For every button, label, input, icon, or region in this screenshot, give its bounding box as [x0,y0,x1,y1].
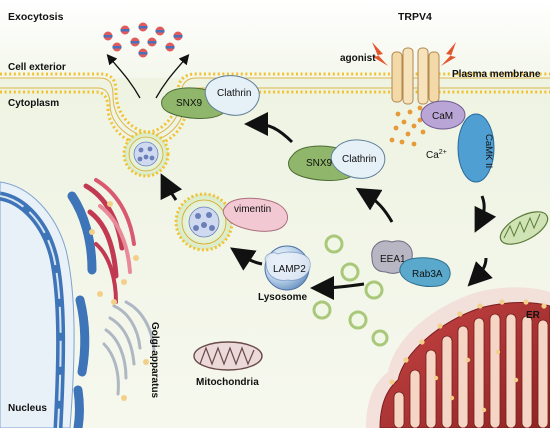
snx9-label-cytoplasm: SNX9 [306,158,333,169]
transport-vesicles [312,234,389,347]
lysosome [264,245,311,291]
cell-exterior-label: Cell exterior [8,62,66,73]
golgi-red-cisternae [83,178,139,304]
cell-exterior-region [0,0,550,78]
clathrin-label-cytoplasm: Clathrin [342,154,376,165]
arrow-to-membrane-complex [244,112,294,144]
mitochondrion-right [499,211,549,245]
lamp2-label: LAMP2 [273,264,306,275]
trpv4-label: TRPV4 [398,11,432,23]
vimentin-label: vimentin [234,204,271,215]
camk-ii-protein [457,113,495,183]
mitochondrion-bottom [193,341,263,371]
er-label: ER [526,310,541,321]
snx9-clathrin-complex-cytoplasm [288,139,386,181]
golgi-apparatus [102,299,156,401]
calcium-ions [389,105,426,147]
exocytosis-release [103,22,190,99]
nucleus [0,181,97,428]
agonist-lightning-icons [372,42,456,66]
nucleus-label: Nucleus [8,403,47,414]
arrow-camk-downstream [474,195,497,233]
docked-vesicle [122,130,170,178]
clathrin-label-membrane: Clathrin [217,88,251,99]
golgi-label: Golgi apparatus [149,322,160,399]
cam-label: CaM [432,111,453,122]
cytoplasm-label: Cytoplasm [8,98,59,109]
snx9-clathrin-complex-membrane [161,75,260,119]
pathway-arrows [160,112,497,300]
snx9-label-membrane: SNX9 [176,98,203,109]
cam-protein [420,100,466,130]
endoplasmic-reticulum [366,287,550,428]
arrow-to-rab3a [467,257,493,287]
vimentin-protein [222,197,288,232]
agonist-label: agonist [340,53,376,64]
released-cargo [103,22,183,58]
camk-ii-label: CaMK II [483,134,494,168]
calcium-label: Ca2+ [426,149,447,161]
arrow-to-cytoplasm-complex [355,187,394,223]
arrow-to-docked-vesicle [160,173,183,201]
rab3a-protein [399,257,451,287]
arrow-to-vimentin-vesicle [230,247,263,271]
arrow-to-lysosome [310,275,365,300]
eea1-label: EEA1 [380,254,406,265]
exocytosis-label: Exocytosis [8,11,64,23]
rab3a-label: Rab3A [412,269,443,280]
lysosome-label: Lysosome [258,292,308,303]
cargo-vesicle [174,192,234,252]
plasma-membrane-label: Plasma membrane [452,69,541,80]
trpv4-channel [391,47,440,105]
mitochondria-label: Mitochondria [196,377,259,388]
